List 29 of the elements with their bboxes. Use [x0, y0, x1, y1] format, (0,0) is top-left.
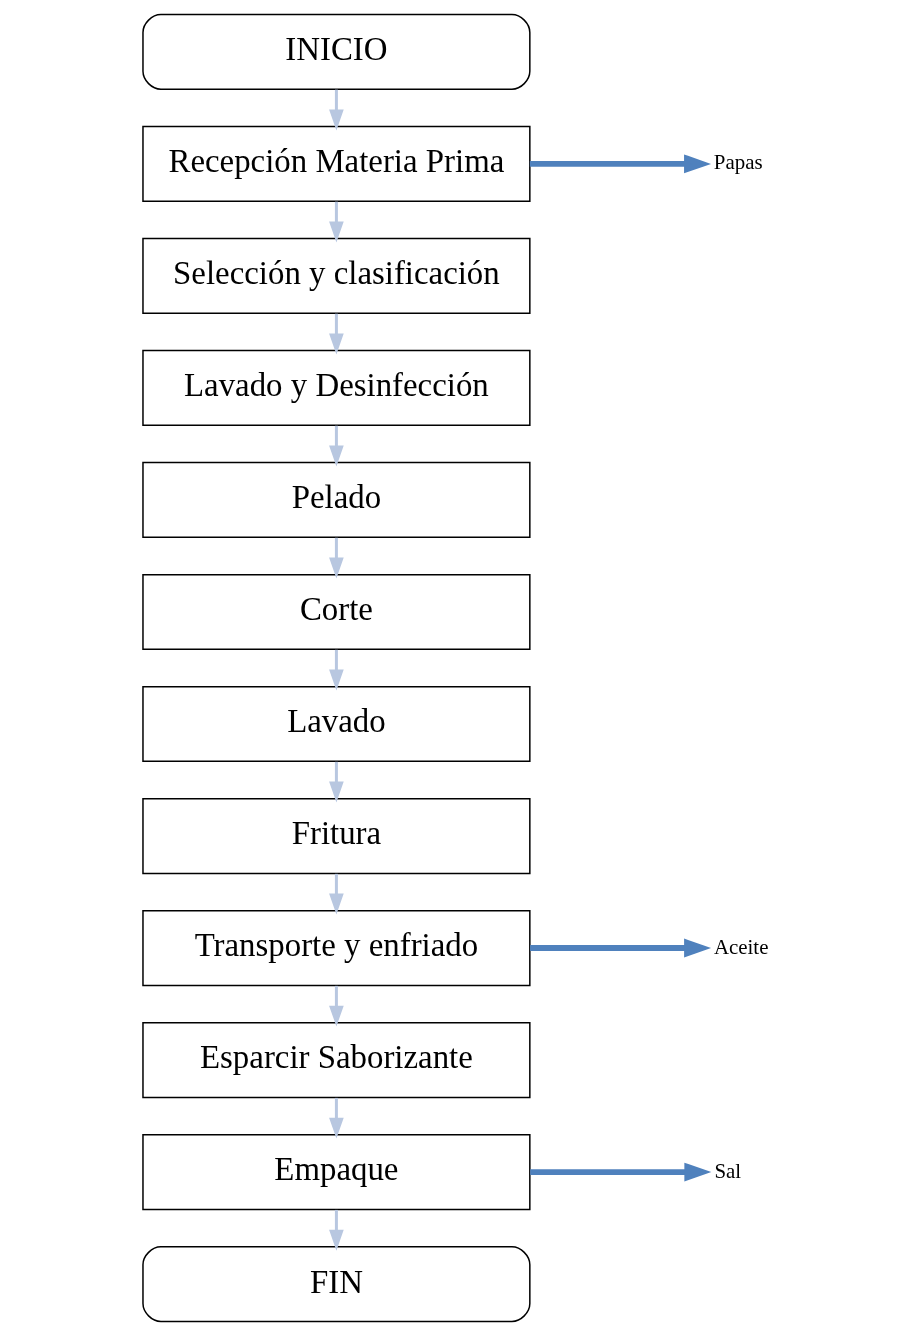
node-box: Fritura [141, 797, 531, 875]
arrow [328, 1209, 344, 1251]
node-box: Selección y clasificación [141, 237, 531, 314]
node-box: Pelado [141, 461, 531, 539]
node-box: Lavado y Desinfección [141, 349, 531, 427]
node-box: Recepción Materia Prima [141, 125, 531, 202]
arrow [529, 938, 711, 958]
arrow [328, 537, 344, 579]
arrow [328, 649, 344, 691]
arrow [328, 1097, 344, 1139]
arrow [328, 761, 344, 803]
node-box: Transporte y enfriado [141, 909, 531, 987]
arrow [529, 1162, 711, 1182]
arrow [529, 154, 711, 174]
node-box: FIN [141, 1246, 531, 1323]
arrow [328, 313, 344, 355]
arrow [328, 985, 344, 1027]
node-text: Papas [713, 150, 763, 175]
node-text: Sal [713, 1158, 741, 1183]
arrow [328, 89, 344, 131]
arrow [328, 425, 344, 467]
node-box: Esparcir Saborizante [141, 1022, 531, 1099]
node-box: Empaque [141, 1134, 531, 1211]
node-box: Corte [141, 573, 531, 651]
node-text: Aceite [713, 934, 768, 959]
arrow [328, 873, 344, 915]
arrow [328, 201, 344, 243]
node-box: INICIO [141, 13, 531, 90]
node-box: Lavado [141, 685, 531, 763]
